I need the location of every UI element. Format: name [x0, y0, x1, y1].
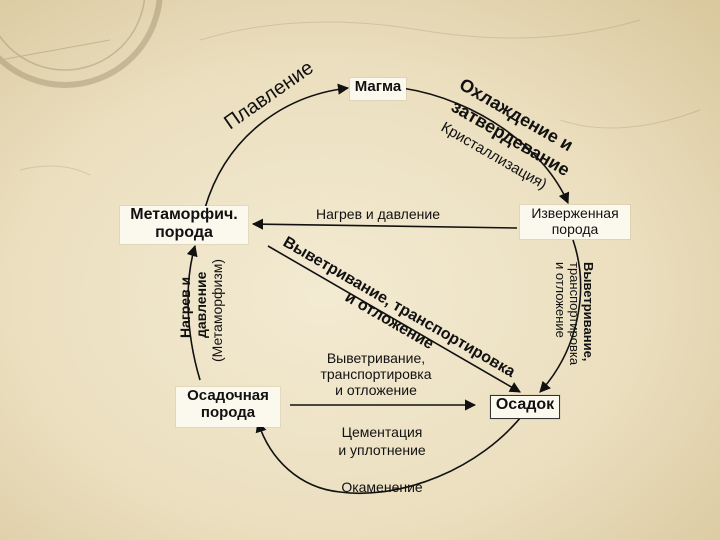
svg-text:(Метаморфизм): (Метаморфизм)	[209, 259, 225, 362]
arrow-igneous-to-sediment	[539, 239, 582, 393]
label-cementation-2: и уплотнение	[338, 442, 426, 458]
arrow-lithification	[255, 411, 526, 494]
weathering-bottom-line1: Выветривание,	[326, 350, 426, 366]
label-lithification: Окаменение	[341, 479, 423, 495]
label-weathering-bottom: Выветривание, транспортировка и отложени…	[306, 350, 446, 404]
arrow-heat-pressure	[251, 218, 518, 230]
cycle-arrows	[186, 83, 582, 494]
arrow-melting	[204, 83, 350, 209]
node-metamorphic-line2: порода	[155, 224, 213, 242]
arrow-weathering-diagonal	[267, 245, 521, 393]
node-sedimentary: Осадочная порода	[176, 387, 280, 427]
label-heat-pressure: Нагрев и давление	[316, 206, 440, 222]
label-weathering-right: Выветривание, транспортировка и отложени…	[553, 262, 596, 366]
node-sediment-label: Осадок	[495, 396, 555, 413]
node-igneous-line1: Изверженная	[531, 205, 619, 221]
weathering-bottom-line2: транспортировка	[320, 366, 432, 383]
map-texture	[19, 19, 701, 176]
arrow-metamorphism	[186, 244, 201, 381]
node-magma: Магма	[350, 78, 406, 100]
node-metamorphic: Метаморфич. порода	[120, 206, 248, 244]
compass-decoration	[0, 0, 163, 88]
node-sediment: Осадок	[490, 395, 560, 419]
label-cooling: Охлаждение и затвердевание Кристаллизаци…	[438, 74, 577, 193]
node-magma-label: Магма	[354, 78, 402, 95]
weathering-bottom-line3: и отложение	[335, 382, 417, 399]
svg-text:давление: давление	[193, 271, 209, 338]
node-metamorphic-line1: Метаморфич.	[130, 206, 238, 223]
svg-text:и отложение: и отложение	[553, 262, 568, 338]
node-sedimentary-line1: Осадочная	[187, 387, 269, 404]
svg-text:транспортировка: транспортировка	[567, 262, 582, 366]
label-melting: Плавление	[220, 57, 317, 134]
label-cementation-1: Цементация	[342, 424, 423, 440]
arrow-cooling	[401, 87, 570, 205]
node-igneous: Изверженная порода	[520, 205, 630, 239]
svg-text:Выветривание,: Выветривание,	[581, 262, 596, 361]
node-sedimentary-line2: порода	[200, 404, 256, 422]
node-igneous-line2: порода	[551, 221, 599, 238]
svg-text:Нагрев и: Нагрев и	[177, 277, 193, 338]
label-metamorphism: Нагрев и давление (Метаморфизм)	[177, 259, 225, 362]
